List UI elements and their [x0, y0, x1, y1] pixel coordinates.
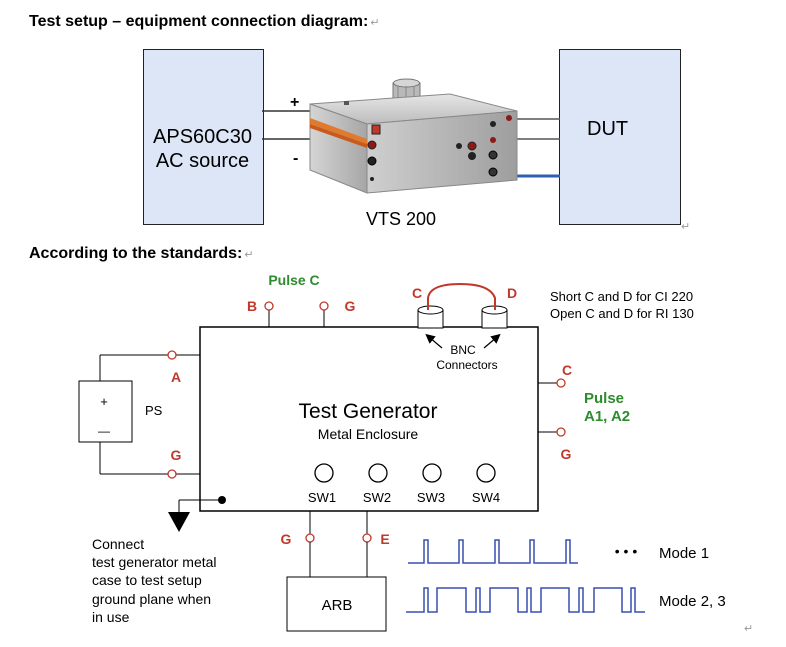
- ground-note-2: test generator metal: [92, 554, 217, 570]
- pin-g-right-label: G: [561, 446, 572, 462]
- pin-g-left-terminal: [167, 469, 177, 479]
- pin-c-right-label: C: [562, 362, 572, 378]
- plus-sign: +: [290, 94, 299, 111]
- power-supply-box: [78, 380, 133, 443]
- mode1-label: Mode 1: [659, 545, 709, 562]
- setup-heading: Test setup – equipment connection diagra…: [29, 13, 380, 30]
- ground-note-1: Connect: [92, 536, 144, 552]
- sw1-label: SW1: [308, 490, 336, 505]
- vts200-device-image: [309, 78, 518, 194]
- pin-g-left-label: G: [171, 447, 182, 463]
- pin-g-bottom-terminal: [305, 533, 315, 543]
- sw4-label: SW4: [472, 490, 500, 505]
- vts200-label: VTS 200: [366, 209, 437, 229]
- bnc-arrow-right: [483, 333, 501, 349]
- bnc-d-label: D: [507, 285, 517, 301]
- pin-g-top-label: G: [345, 298, 356, 314]
- sw3-label: SW3: [417, 490, 445, 505]
- arb-label: ARB: [322, 597, 353, 614]
- minus-sign: -: [293, 150, 298, 167]
- return-mark: ↵: [681, 221, 691, 233]
- note-short: Short C and D for CI 220: [550, 289, 693, 304]
- sw1-knob: [314, 463, 334, 483]
- return-mark: ↵: [744, 623, 754, 635]
- mode23-label: Mode 2, 3: [659, 593, 726, 610]
- pin-a-label: A: [171, 369, 181, 385]
- standards-heading: According to the standards:↵: [29, 245, 254, 262]
- pin-g-top-terminal: [319, 301, 329, 311]
- ac-source-box: [143, 49, 264, 225]
- ac-source-label: APS60C30 AC source: [143, 125, 262, 173]
- bnc-label-line1: BNC: [450, 343, 476, 357]
- pin-a-terminal: [167, 350, 177, 360]
- ground-note-5: in use: [92, 609, 130, 625]
- pin-e-label: E: [380, 531, 389, 547]
- pin-g-right-terminal: [556, 427, 566, 437]
- ps-minus: —: [98, 424, 110, 438]
- ps-label: PS: [145, 403, 163, 418]
- pulse-a-label-line2: A1, A2: [584, 408, 630, 425]
- pin-b-terminal: [264, 301, 274, 311]
- sw2-knob: [368, 463, 388, 483]
- bnc-c-label: C: [412, 285, 422, 301]
- ground-note-4: ground plane when: [92, 591, 211, 607]
- bnc-c-top: [417, 305, 444, 315]
- generator-title: Test Generator: [299, 400, 438, 423]
- note-open: Open C and D for RI 130: [550, 306, 694, 321]
- pulse-c-label: Pulse C: [268, 272, 319, 288]
- pin-b-label: B: [247, 298, 257, 314]
- bnc-short-wire: [427, 282, 496, 310]
- ps-plus: +: [100, 394, 108, 409]
- sw2-label: SW2: [363, 490, 391, 505]
- dut-box: [559, 49, 681, 225]
- pulse-a-label-line1: Pulse: [584, 390, 624, 407]
- pin-e-terminal: [362, 533, 372, 543]
- mode23-waveform: [406, 587, 645, 613]
- bnc-arrow-left: [425, 333, 443, 349]
- sw4-knob: [476, 463, 496, 483]
- pin-c-right-terminal: [556, 378, 566, 388]
- ac-source-type: AC source: [155, 150, 250, 172]
- arb-box: [286, 576, 387, 632]
- dut-label: DUT: [587, 118, 629, 140]
- sw3-knob: [422, 463, 442, 483]
- mode1-waveform: [408, 539, 578, 564]
- ground-note-3: case to test setup: [92, 572, 202, 588]
- generator-subtitle: Metal Enclosure: [318, 426, 419, 442]
- ellipsis: • • •: [615, 543, 638, 559]
- pin-g-bottom-label: G: [281, 531, 292, 547]
- ground-icon: [168, 512, 190, 532]
- bnc-label-line2: Connectors: [436, 358, 497, 372]
- ac-source-model: APS60C30: [153, 126, 252, 148]
